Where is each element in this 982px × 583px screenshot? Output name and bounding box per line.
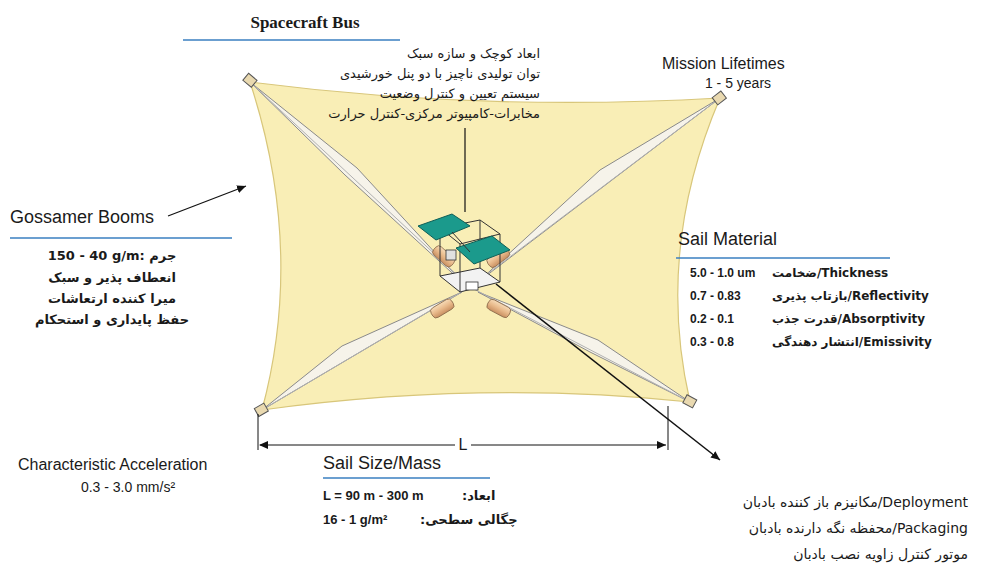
value-text: 0.2 - 0.1 <box>690 312 734 327</box>
heading-underlines <box>10 40 890 478</box>
property-name: بازتاب پذیری/Reflectivity <box>772 289 929 304</box>
gossamer-booms <box>250 82 720 410</box>
callout-note: انعطاف پذیر و سبک <box>48 270 176 286</box>
callout-note: ابعاد کوچک و سازه سبک <box>407 46 540 62</box>
property-name: چگالی سطحی: <box>420 512 518 528</box>
value-text: 0.3 - 3.0 mm/s² <box>81 479 175 497</box>
callout-heading: Spacecraft Bus <box>250 12 359 33</box>
callout-note: میرا کننده ارتعاشات <box>48 291 176 307</box>
boom-tips <box>243 73 727 416</box>
spacecraft-bus <box>418 214 510 292</box>
callout-heading: Mission Lifetimes <box>662 54 785 74</box>
value-text: L = 90 m - 300 m <box>323 488 424 504</box>
property-name: قدرت جذب/Absorptivity <box>772 312 925 327</box>
property-name: ضخامت/Thickness <box>772 266 888 281</box>
callout-heading: Characteristic Acceleration <box>18 455 207 475</box>
value-text: 16 - 1 g/m² <box>323 512 387 528</box>
property-name: ابعاد: <box>462 488 495 504</box>
property-name: انتشار دهندگی/Emissivity <box>772 335 932 350</box>
value-text: 1 - 5 years <box>705 75 771 93</box>
sail-membrane <box>250 82 720 410</box>
leader-lines <box>168 128 720 460</box>
callout-note: توان تولیدی ناچیز با دو پنل خورشیدی <box>340 66 540 82</box>
callout-note: مکانیزم باز کننده بادبان/Deployment <box>743 494 968 512</box>
callout-heading: Sail Material <box>678 228 777 251</box>
value-text: 150 - 40 g/m: جرم <box>48 248 177 264</box>
value-text: 5.0 - 1.0 um <box>690 266 755 281</box>
value-text: 0.7 - 0.83 <box>690 289 741 304</box>
callout-note: حفظ پایداری و استحکام <box>35 312 189 328</box>
callout-heading: Gossamer Booms <box>10 206 154 229</box>
dimension-label: L <box>455 435 472 455</box>
callout-note: سیستم تعیین و کنترل وضعیت <box>380 86 540 102</box>
callout-heading: Sail Size/Mass <box>323 452 441 475</box>
callout-note: مخابرات-کامپیوتر مرکزی-کنترل حرارت <box>328 106 540 122</box>
callout-note: محفظه نگه دارنده بادبان/Packaging <box>749 520 968 538</box>
callout-note: موتور کنترل زاویه نصب بادبان <box>793 546 968 564</box>
value-text: 0.3 - 0.8 <box>690 335 734 350</box>
